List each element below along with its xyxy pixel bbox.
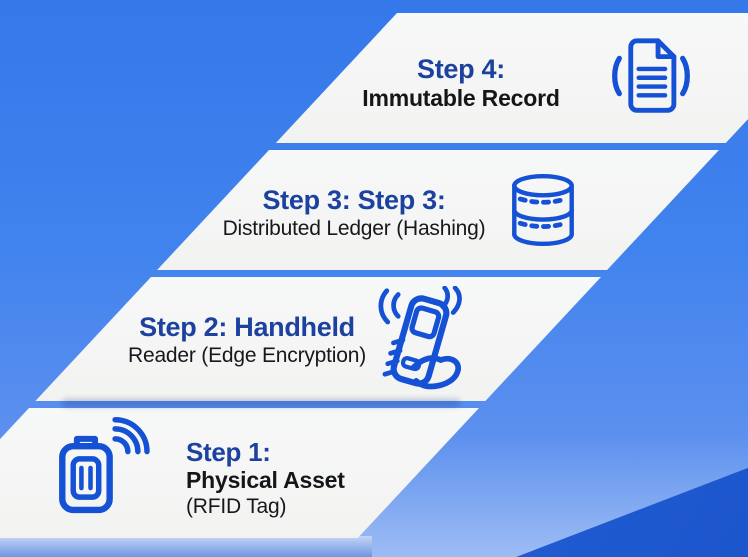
step-4-text-block: Step 4: Immutable Record (330, 54, 592, 112)
step-2-text-block: Step 2: Handheld Reader (Edge Encryption… (104, 312, 390, 369)
step-1-label: Physical Asset (186, 467, 345, 493)
step-3-label: Distributed Ledger (Hashing) (222, 217, 486, 240)
bottom-light-strip (0, 536, 372, 557)
step-1-text-block: Step 1: Physical Asset (RFID Tag) (186, 438, 345, 520)
step-4-label: Immutable Record (362, 85, 560, 111)
step-3-heading: Step 3: Step 3: (262, 185, 446, 215)
step-1-sublabel: (RFID Tag) (186, 495, 287, 518)
step-4-heading: Step 4: (417, 54, 505, 84)
distributed-ledger-icon (512, 173, 574, 247)
step-2-heading: Step 2: Handheld (139, 312, 355, 342)
step-2-label: Reader (Edge Encryption) (128, 344, 366, 367)
artifact-smudge (62, 399, 460, 407)
step-1-heading: Step 1: (186, 437, 271, 467)
rfid-tag-icon (59, 417, 150, 514)
step-3-text-block: Step 3: Step 3: Distributed Ledger (Hash… (204, 185, 504, 242)
document-record-icon (612, 38, 690, 113)
handheld-reader-icon (378, 286, 462, 390)
